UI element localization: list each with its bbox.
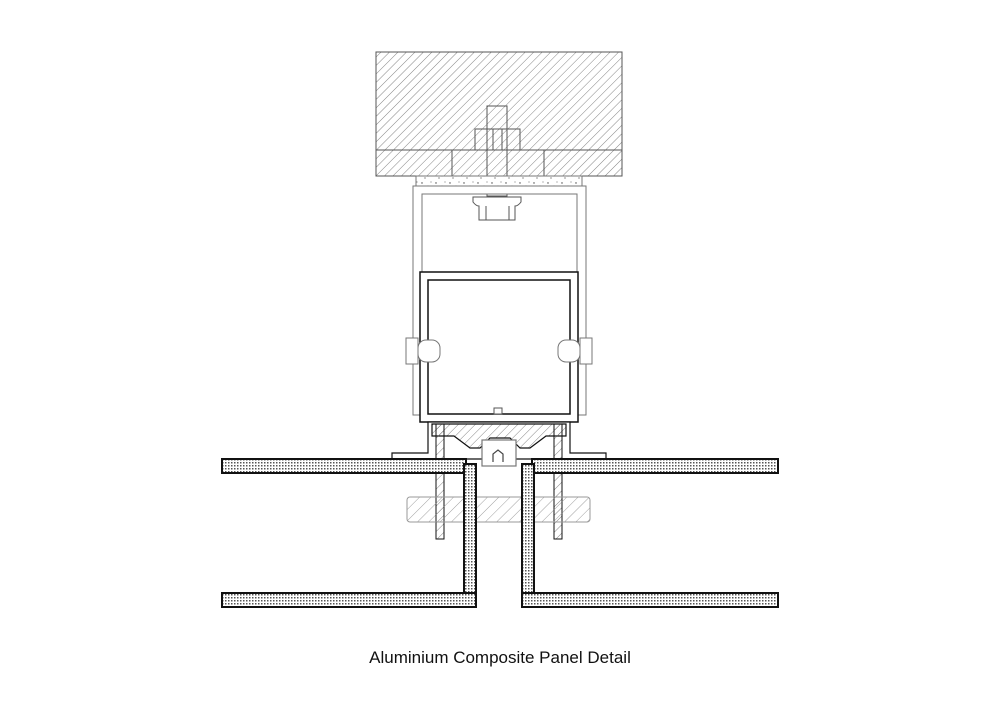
spacer-bar <box>406 496 591 523</box>
aluminium-mullion-tube <box>419 271 579 423</box>
composite-panel-right <box>521 458 779 608</box>
anchor-bolt <box>472 105 522 221</box>
side-bolt-right <box>557 337 593 365</box>
panel-fixing-profile <box>391 421 607 467</box>
support-bracket <box>412 185 587 416</box>
drawing-caption: Aluminium Composite Panel Detail <box>369 648 631 667</box>
side-bolt-left <box>405 337 441 365</box>
clamp-leg-right <box>553 423 563 540</box>
concrete-slab <box>375 51 623 177</box>
clamp-leg-left <box>435 423 445 540</box>
grout-layer <box>415 175 583 187</box>
composite-panel-left <box>221 458 477 608</box>
